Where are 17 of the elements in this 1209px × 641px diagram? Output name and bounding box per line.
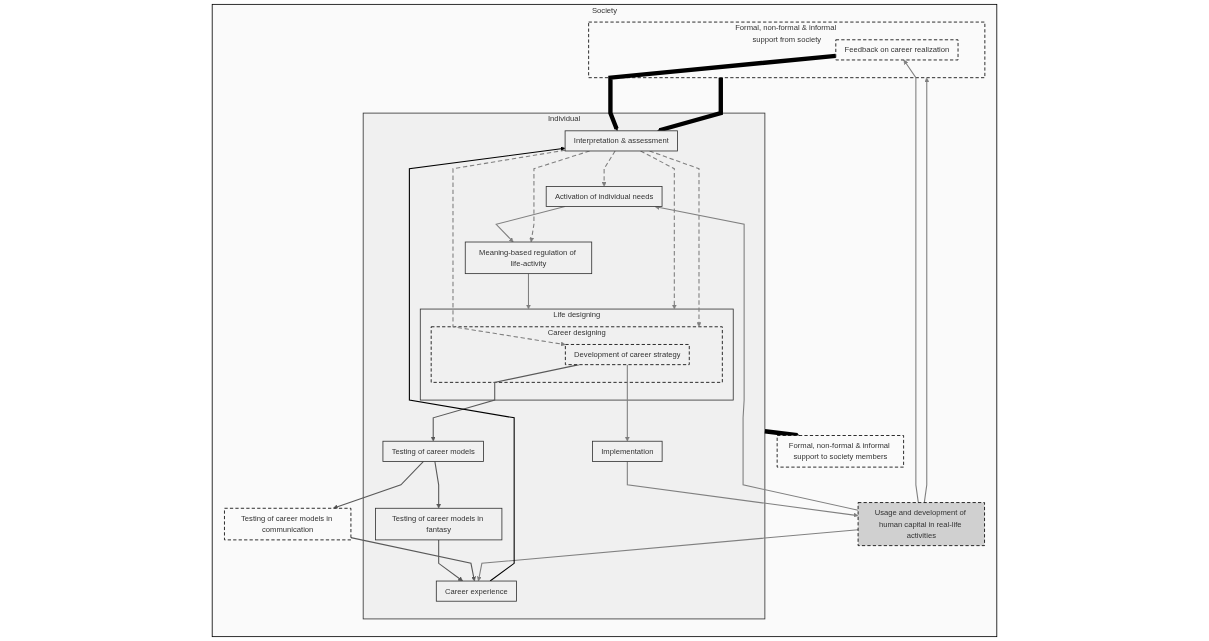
arrow bbox=[408, 146, 566, 582]
arrow bbox=[608, 53, 837, 132]
arrow bbox=[601, 150, 616, 187]
arrow bbox=[438, 539, 463, 582]
arrow bbox=[626, 460, 859, 518]
arrow bbox=[526, 273, 531, 310]
arrow bbox=[434, 460, 442, 509]
arrow bbox=[654, 205, 859, 511]
arrow bbox=[333, 460, 425, 510]
arrow bbox=[624, 364, 630, 442]
arrow bbox=[476, 529, 859, 582]
arrow bbox=[903, 59, 919, 504]
arrow bbox=[350, 537, 476, 582]
arrow bbox=[640, 150, 677, 310]
arrow bbox=[452, 149, 566, 347]
arrow bbox=[764, 429, 800, 438]
arrow bbox=[923, 77, 930, 504]
